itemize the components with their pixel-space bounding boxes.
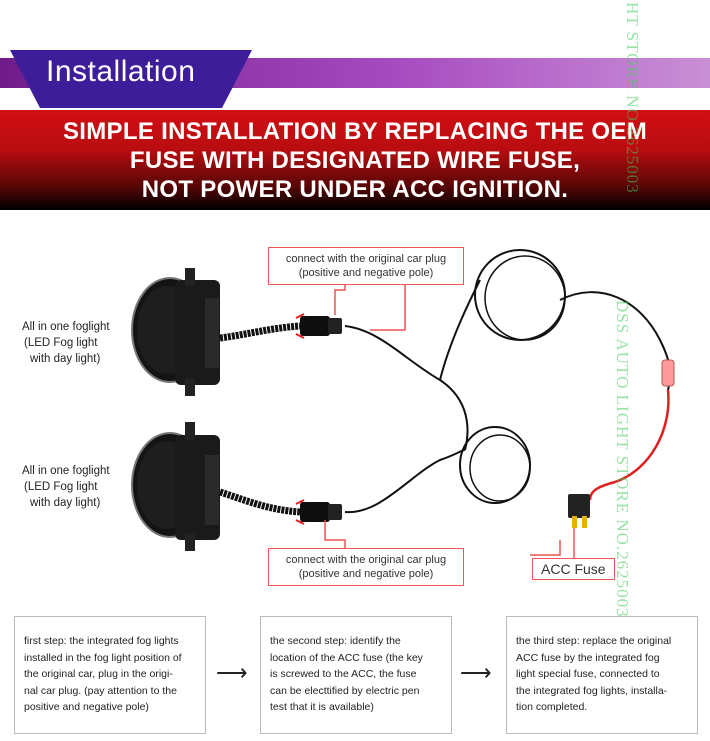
fog-light-bottom-icon [131, 422, 220, 551]
plug-top-icon [295, 313, 342, 339]
watermark-right: DSS AUTO LIGHT STORE NO.2625003 [613, 300, 632, 618]
headline-line-2: FUSE WITH DESIGNATED WIRE FUSE, [129, 147, 581, 174]
callout-top-plug: connect with the original car plug (posi… [268, 247, 464, 285]
acc-fuse-label: ACC Fuse [532, 558, 615, 580]
watermark-left: HT STORE NO.2625003 [623, 2, 642, 194]
fog-light-bottom-label: All in one foglight (LED Fog light with … [22, 465, 110, 509]
headline-line-1: SIMPLE INSTALLATION BY REPLACING THE OEM [62, 118, 647, 145]
title-tab-shape [10, 50, 252, 108]
headline-banner: SIMPLE INSTALLATION BY REPLACING THE OEM… [0, 110, 710, 210]
step-arrow-2-icon: ⟶ [460, 660, 492, 685]
step-arrow-1-icon: ⟶ [216, 660, 248, 685]
fog-light-top-icon [131, 268, 220, 396]
fog-light-top-label: All in one foglight (LED Fog light with … [22, 321, 110, 365]
section-title: Installation [46, 55, 196, 88]
wiring-diagram [131, 249, 675, 558]
fuse-icon [568, 494, 590, 528]
headline-line-3: NOT POWER UNDER ACC IGNITION. [141, 176, 569, 203]
callout-bottom-plug: connect with the original car plug (posi… [268, 548, 464, 586]
step-2-box: the second step: identify the location o… [260, 616, 452, 734]
step-1-box: first step: the integrated fog lights in… [14, 616, 206, 734]
plug-bottom-icon [295, 499, 342, 525]
step-3-box: the third step: replace the original ACC… [506, 616, 698, 734]
